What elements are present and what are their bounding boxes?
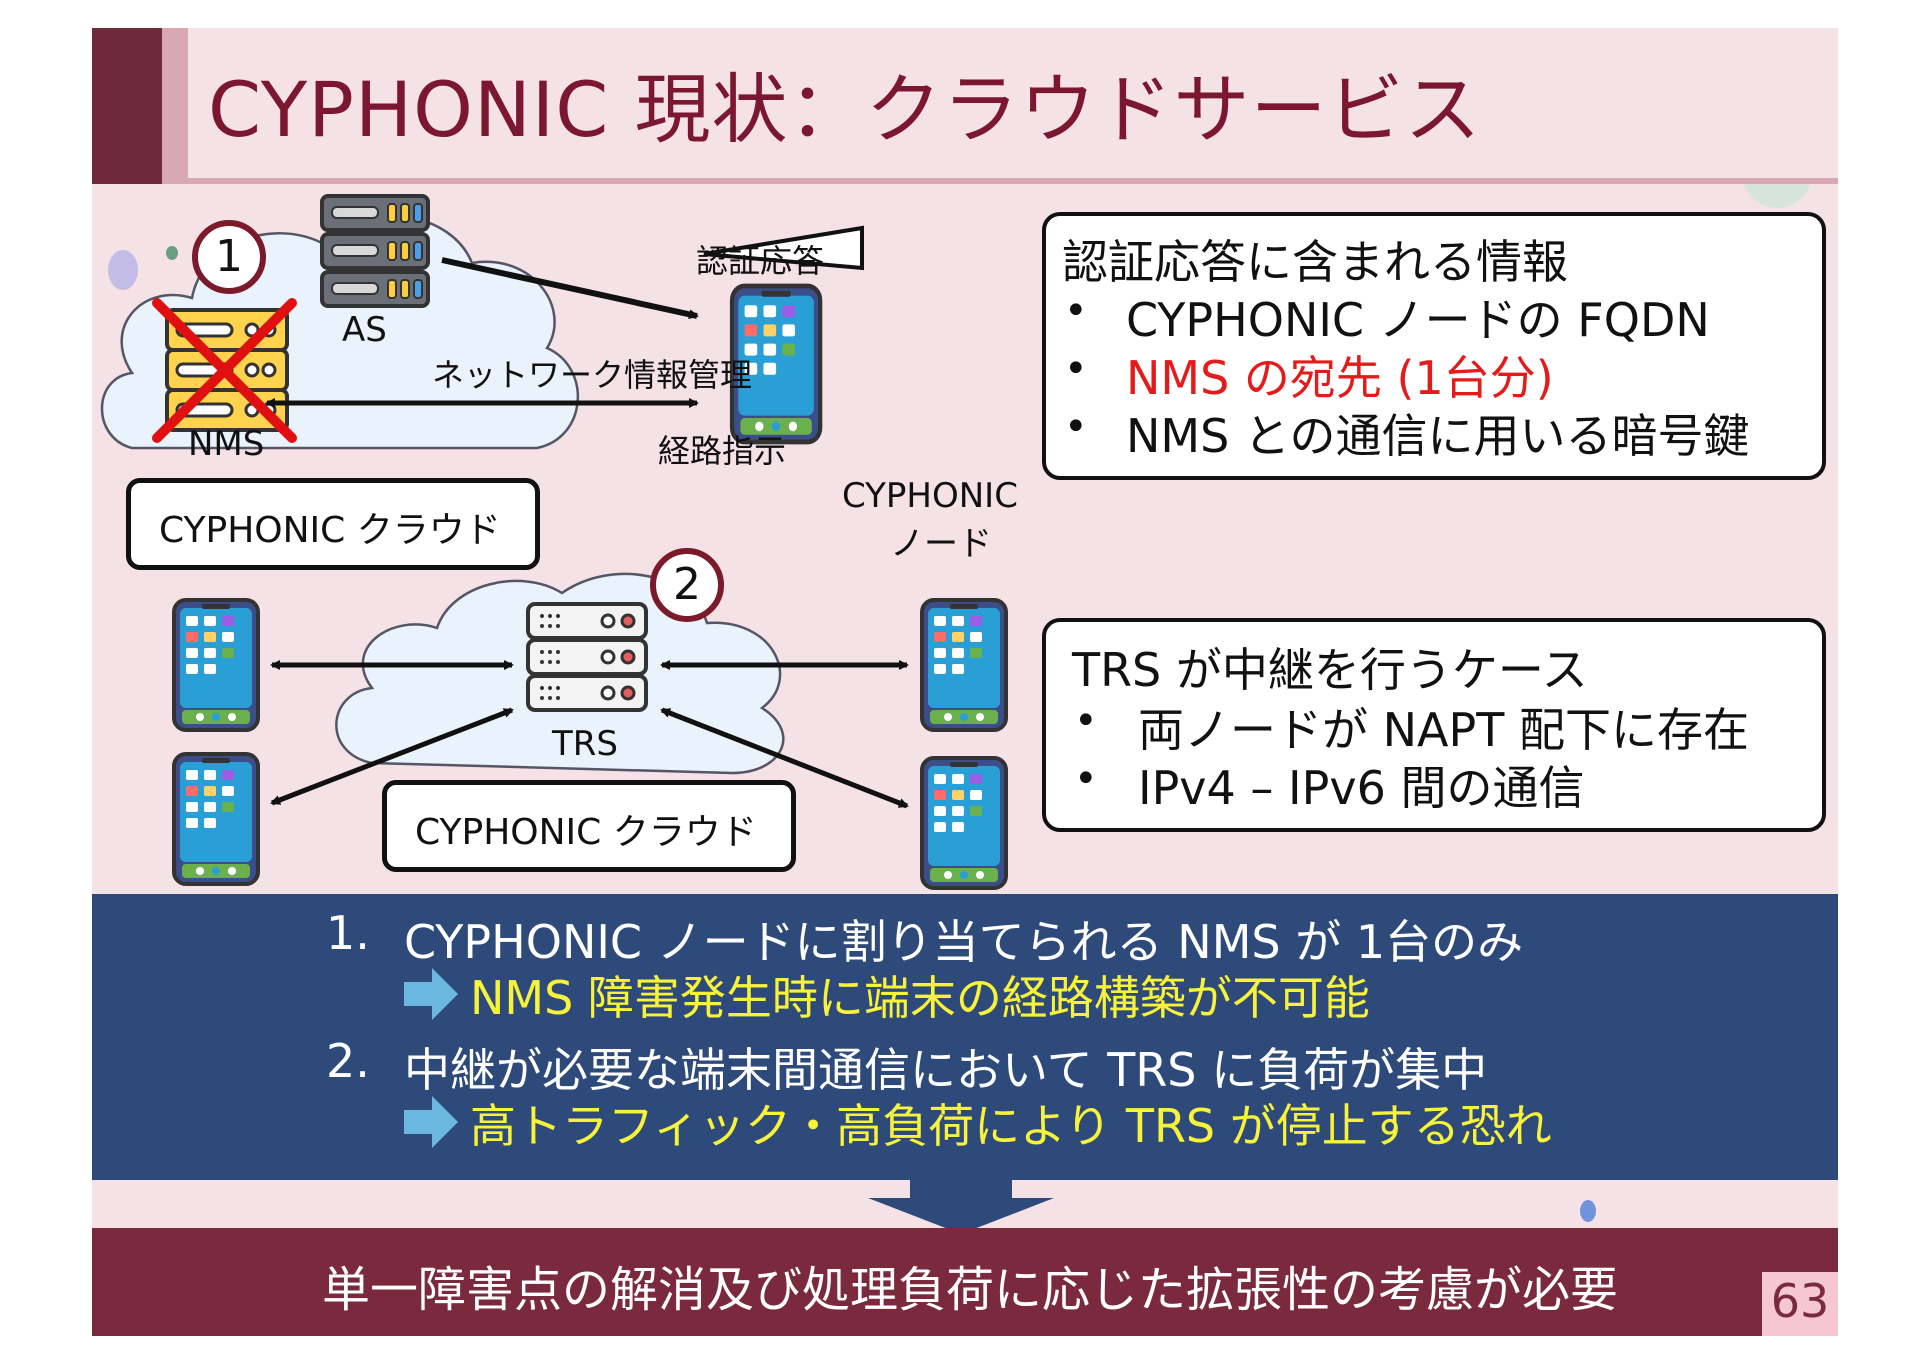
title-accent-dark — [92, 28, 162, 184]
summary-item-2-number: 2. — [326, 1034, 370, 1088]
title-accent-light — [162, 28, 188, 184]
right-arrow-icon — [404, 968, 458, 1020]
auth-info-item-3: NMS との通信に用いる暗号鍵 — [1126, 409, 1750, 463]
bullet: • — [1074, 698, 1098, 744]
network-mgmt-label: ネットワーク情報管理 — [432, 356, 753, 394]
bullet: • — [1074, 756, 1098, 802]
badge-1: 1 — [192, 220, 266, 294]
speech-bubble-pointer — [703, 225, 864, 271]
bullet: • — [1064, 288, 1088, 334]
down-arrow-icon — [868, 1178, 1054, 1234]
nms-label: NMS — [188, 424, 265, 464]
trs-server-icon — [526, 602, 648, 712]
auth-response-arrow — [441, 257, 699, 320]
bullet: • — [1064, 404, 1088, 450]
smartphone-icon — [920, 756, 1008, 890]
node-label-line2: ノード — [890, 524, 992, 564]
as-server-icon — [320, 194, 430, 308]
conclusion-bar — [92, 1228, 1838, 1336]
badge-2: 2 — [650, 548, 724, 622]
summary-item-2-consequence: 高トラフィック・高負荷により TRS が停止する恐れ — [470, 1099, 1552, 1153]
cyphonic-cloud-box-middle: CYPHONIC クラウド — [382, 780, 796, 872]
title-bar: CYPHONIC 現状：クラウドサービス — [92, 28, 1838, 184]
auth-info-heading: 認証応答に含まれる情報 — [1062, 235, 1568, 289]
summary-item-1-number: 1. — [326, 906, 370, 960]
trs-link-arrow — [660, 707, 909, 809]
right-arrow-icon — [404, 1096, 458, 1148]
auth-info-item-2: NMS の宛先 (1台分) — [1126, 351, 1554, 405]
auth-info-item-1: CYPHONIC ノードの FQDN — [1126, 293, 1710, 347]
cloud-label: CYPHONIC クラウド — [415, 812, 757, 853]
trs-info-item-2: IPv4 – IPv6 間の通信 — [1138, 761, 1585, 815]
cross-mark-icon — [152, 298, 297, 443]
trs-info-box: TRS が中継を行うケース • 両ノードが NAPT 配下に存在 • IPv4 … — [1042, 618, 1826, 832]
summary-panel: 1. CYPHONIC ノードに割り当てられる NMS が 1台のみ NMS 障… — [92, 894, 1838, 1180]
cyphonic-cloud-box-top: CYPHONIC クラウド — [126, 478, 540, 570]
auth-info-box: 認証応答に含まれる情報 • CYPHONIC ノードの FQDN • NMS の… — [1042, 212, 1826, 480]
decor-bubble — [108, 250, 138, 290]
summary-item-2-text: 中継が必要な端末間通信において TRS に負荷が集中 — [404, 1043, 1488, 1097]
page-number-box — [1762, 1272, 1838, 1336]
slide: CYPHONIC 現状：クラウドサービス — [92, 28, 1838, 1336]
route-instruction-label: 経路指示 — [658, 432, 787, 470]
node-label-line1: CYPHONIC — [842, 476, 1018, 516]
conclusion-text: 単一障害点の解消及び処理負荷に応じた拡張性の考慮が必要 — [322, 1262, 1619, 1318]
page-number: 63 — [1770, 1274, 1830, 1328]
trs-info-heading: TRS が中継を行うケース — [1072, 643, 1588, 697]
slide-title: CYPHONIC 現状：クラウドサービス — [208, 65, 1482, 154]
smartphone-icon — [172, 752, 260, 886]
auth-response-label: 認証応答 — [696, 242, 825, 280]
trs-label: TRS — [552, 724, 618, 764]
trs-info-item-1: 両ノードが NAPT 配下に存在 — [1138, 703, 1749, 757]
smartphone-icon — [172, 598, 260, 732]
bullet: • — [1064, 346, 1088, 392]
summary-item-1-consequence: NMS 障害発生時に端末の経路構築が不可能 — [470, 971, 1370, 1025]
as-label: AS — [342, 310, 387, 350]
summary-item-1-text: CYPHONIC ノードに割り当てられる NMS が 1台のみ — [404, 915, 1524, 969]
decor-bubble — [1580, 1200, 1596, 1222]
smartphone-icon — [920, 598, 1008, 732]
decor-bubble — [166, 246, 178, 260]
trs-link-arrow — [270, 707, 514, 806]
cloud-label: CYPHONIC クラウド — [159, 510, 501, 551]
